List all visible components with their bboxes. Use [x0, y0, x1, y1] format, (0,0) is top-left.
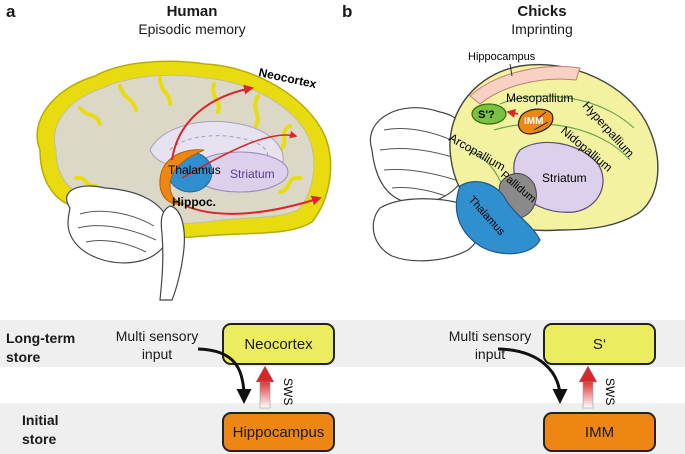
panel-a-subtitle: Episodic memory: [138, 21, 246, 37]
label-mesopallium: Mesopallium: [506, 91, 573, 105]
box-hippocampus: Hippocampus: [222, 412, 335, 452]
right-input-label: Multi sensory input: [448, 328, 532, 362]
label-hippoc: Hippoc.: [172, 195, 216, 209]
panel-a-letter: a: [6, 2, 16, 21]
chick-brainstem: [372, 198, 482, 262]
row-label-initial: Initial store: [22, 412, 59, 447]
panel-b-title: Chicks: [517, 3, 567, 20]
chick-hippocampus-region: [469, 65, 581, 105]
human-brainstem: [159, 205, 185, 301]
box-imm: IMM: [543, 412, 656, 452]
label-s-prime-q: S'?: [478, 109, 495, 121]
chick-thalamus: [455, 181, 541, 255]
chick-s-prime-region: [471, 103, 507, 125]
box-neocortex: Neocortex: [222, 323, 335, 365]
panel-a-title: Human: [166, 3, 218, 20]
right-sws-label: SWS: [603, 378, 617, 405]
left-input-label: Multi sensory input: [115, 328, 199, 362]
human-brain-illustration: Neocortex Thalamus Striatum Hippoc.: [36, 60, 332, 301]
left-input-arrow: [197, 347, 252, 404]
label-thalamus: Thalamus: [168, 163, 221, 177]
left-sws-label: SWS: [281, 378, 295, 405]
panel-b-subtitle: Imprinting: [511, 21, 573, 37]
chick-brain-illustration: Hippocampus Mesopallium Hyperpallium Nid…: [369, 51, 659, 262]
box-s-prime: S‘: [543, 323, 656, 365]
label-hippocampus: Hippocampus: [468, 51, 536, 63]
panel-b-letter: b: [342, 2, 353, 21]
label-striatum-chick: Striatum: [542, 171, 587, 185]
left-sws-arrow: [255, 365, 275, 409]
chick-imm-region: [517, 108, 554, 135]
label-imm-brain: IMM: [524, 116, 543, 127]
right-input-arrow: [497, 347, 568, 404]
human-hippocampus: [159, 149, 205, 205]
row-label-long-term: Long-term store: [6, 330, 76, 365]
right-sws-arrow: [578, 365, 598, 409]
label-striatum: Striatum: [230, 167, 275, 181]
scheme-arrows: SWS SWS: [197, 347, 617, 409]
